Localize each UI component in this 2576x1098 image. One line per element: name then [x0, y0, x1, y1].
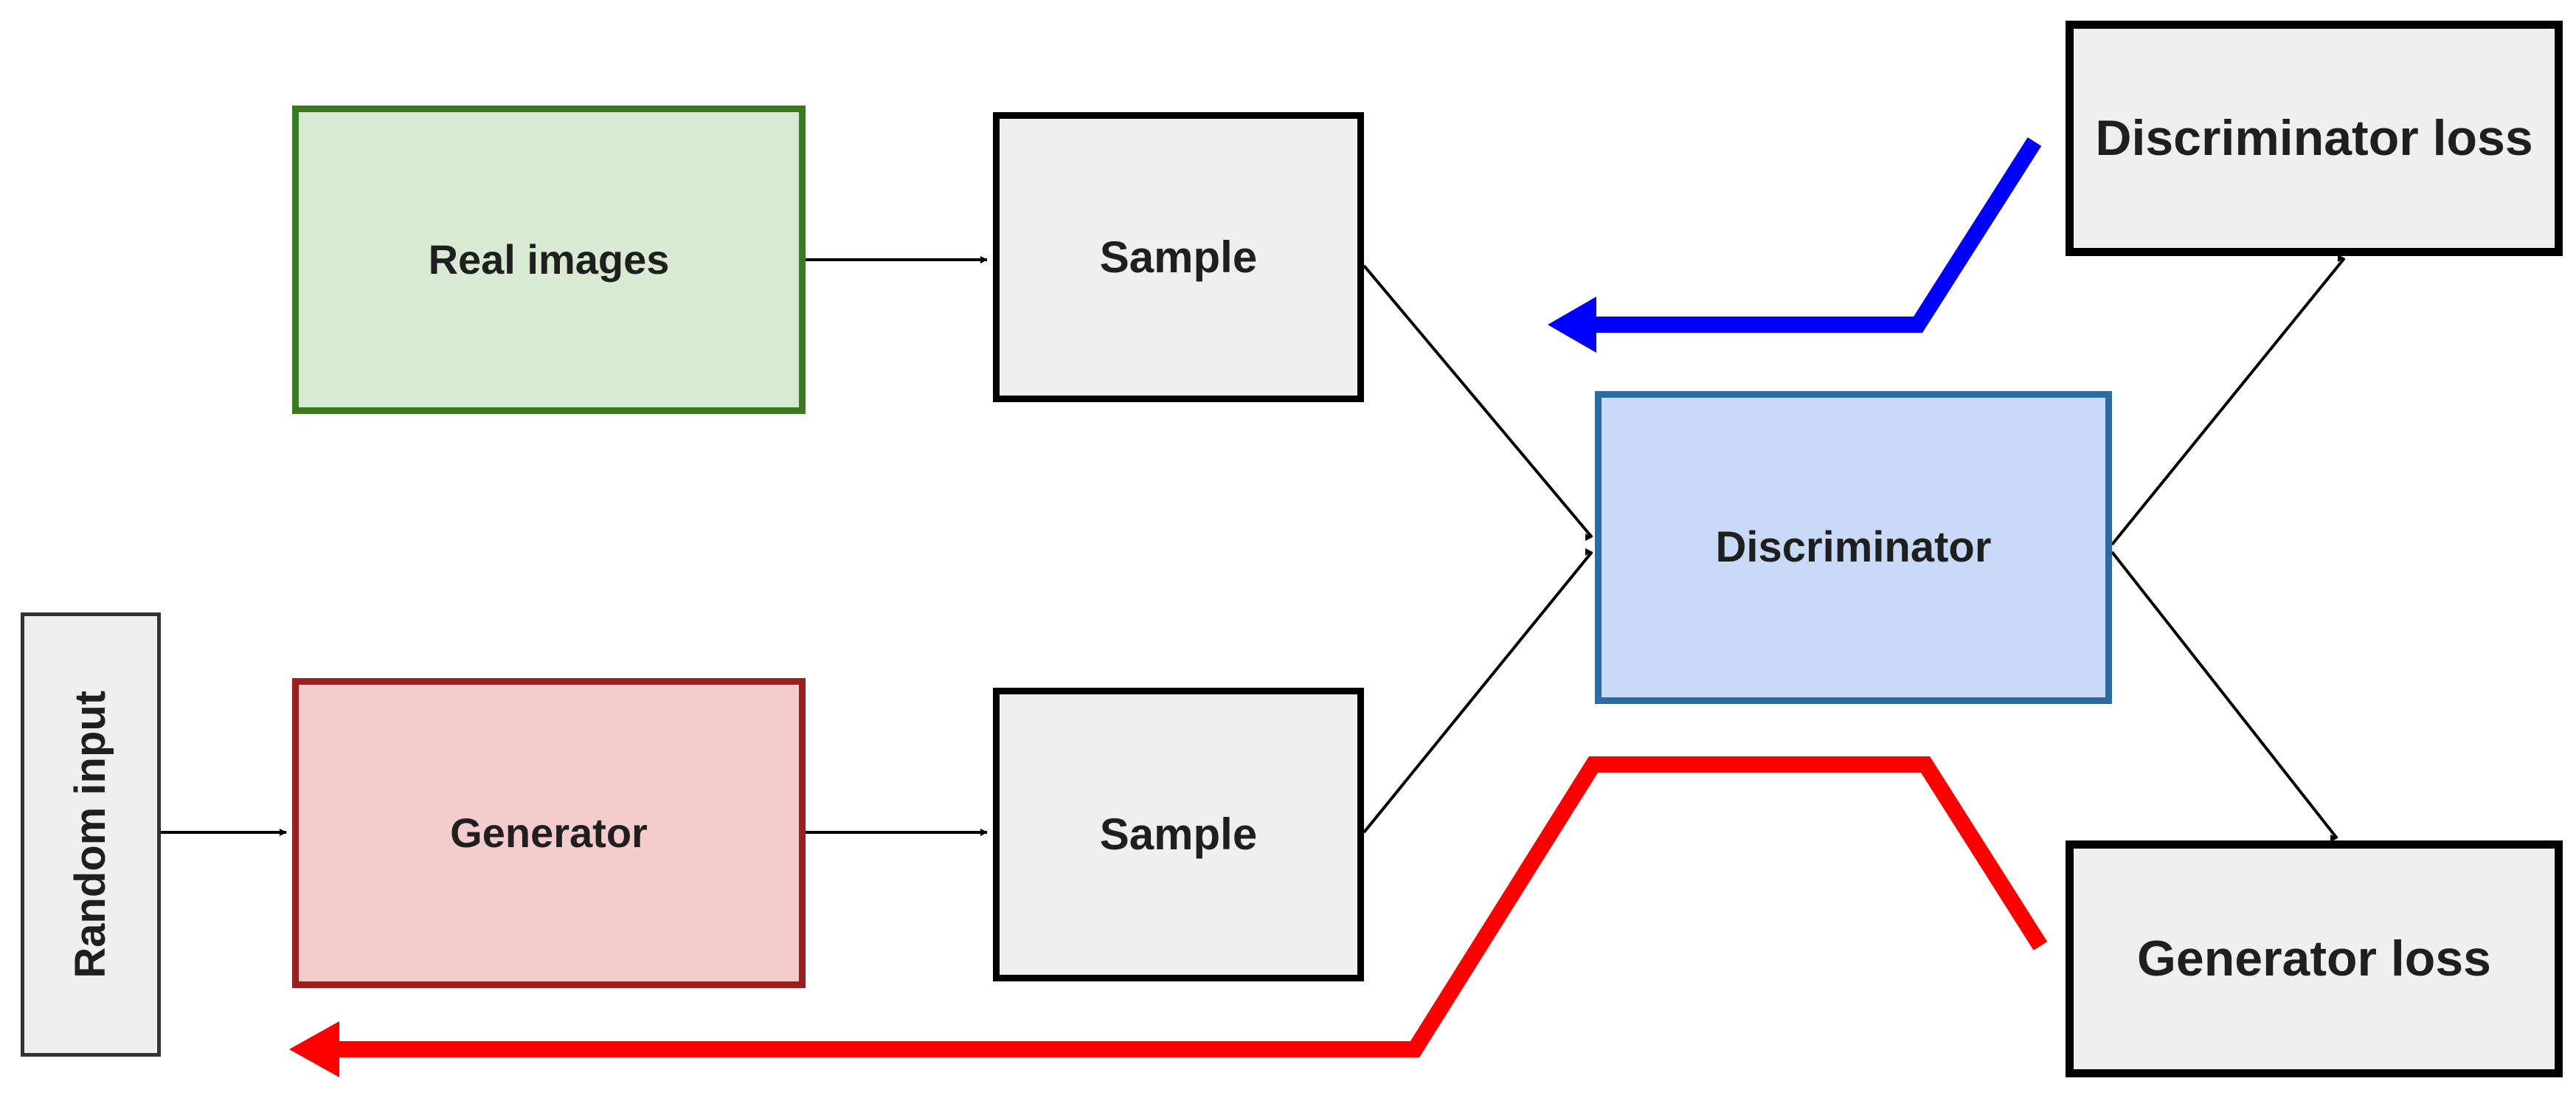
arrow-discriminator-to-discriminator-loss: [2111, 255, 2346, 546]
discriminator-loss-label: Discriminator loss: [2095, 109, 2533, 166]
generator-backprop-arrow: [336, 756, 2048, 1057]
generator-loss-label: Generator loss: [2137, 930, 2491, 987]
random-input-box: Random input: [21, 612, 161, 1057]
discriminator-backprop-arrow: [1586, 137, 2042, 333]
generator-backprop-arrowhead: [289, 1021, 339, 1077]
generator-loss-box: Generator loss: [2066, 840, 2563, 1077]
discriminator-box: Discriminator: [1595, 391, 2112, 704]
sample-real-label: Sample: [1099, 232, 1258, 282]
sample-generated-box: Sample: [993, 688, 1364, 981]
discriminator-loss-box: Discriminator loss: [2066, 21, 2563, 256]
generator-box: Generator: [292, 678, 806, 988]
arrow-sample-generated-to-discriminator: [1363, 548, 1593, 834]
arrow-discriminator-to-generator-loss: [2111, 550, 2338, 842]
generator-label: Generator: [450, 809, 648, 857]
arrow-sample-real-to-discriminator: [1363, 264, 1593, 541]
random-input-label: Random input: [66, 691, 115, 978]
sample-generated-label: Sample: [1099, 809, 1258, 859]
discriminator-label: Discriminator: [1715, 523, 1992, 572]
discriminator-backprop-arrowhead: [1548, 297, 1596, 353]
real-images-label: Real images: [428, 236, 670, 283]
sample-real-box: Sample: [993, 112, 1364, 402]
real-images-box: Real images: [292, 106, 806, 414]
